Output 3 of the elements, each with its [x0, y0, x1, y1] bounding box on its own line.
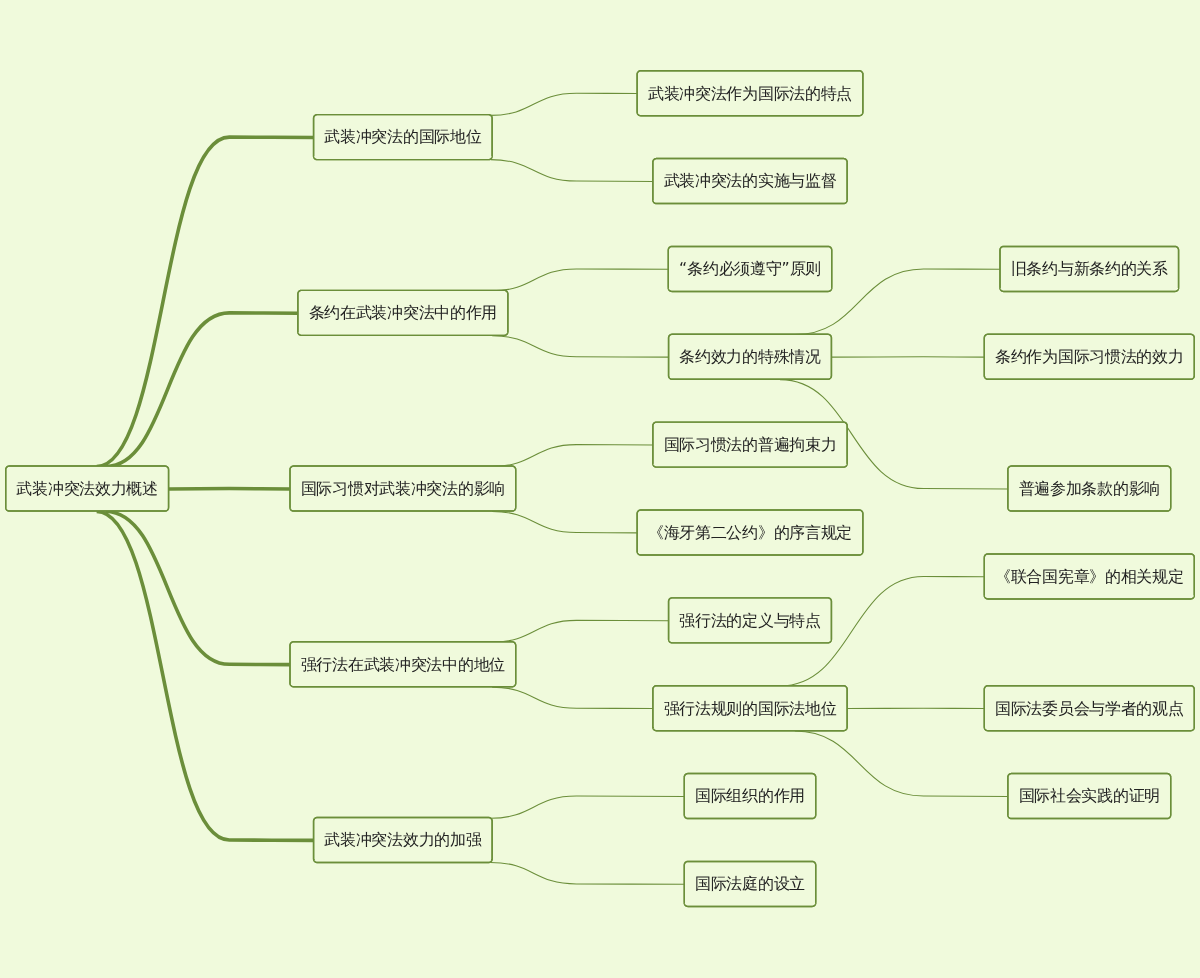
connector	[105, 510, 291, 667]
connector	[168, 487, 291, 492]
connector	[95, 510, 314, 843]
